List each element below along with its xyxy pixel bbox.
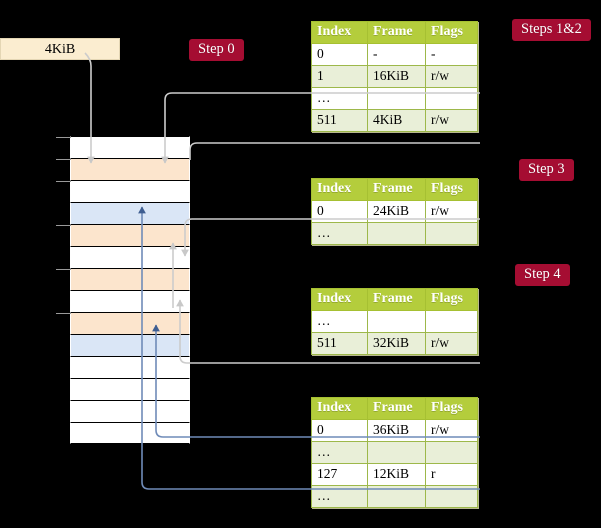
column-header-frame: Frame xyxy=(367,178,426,201)
table-row: 0-- xyxy=(311,43,478,66)
memory-frame-row xyxy=(56,312,190,334)
cell-flags: r/w xyxy=(425,419,478,442)
cell-flags xyxy=(425,310,478,333)
source-size-box: 4KiB xyxy=(0,38,120,60)
memory-frame-row xyxy=(56,268,190,290)
cell-frame: 4KiB xyxy=(367,109,426,132)
cell-frame: 12KiB xyxy=(367,463,426,486)
column-header-index: Index xyxy=(311,21,368,44)
frame-boundary-tick xyxy=(56,137,71,138)
column-header-frame: Frame xyxy=(367,288,426,311)
cell-frame xyxy=(367,310,426,333)
frame-boundary-tick xyxy=(56,225,71,226)
physical-memory-block xyxy=(56,136,190,444)
cell-flags xyxy=(425,441,478,464)
cell-frame xyxy=(367,222,426,245)
memory-frame-row xyxy=(70,246,190,268)
cell-frame: 36KiB xyxy=(367,419,426,442)
cell-index: 0 xyxy=(311,200,368,223)
cell-index: 511 xyxy=(311,332,368,355)
column-header-index: Index xyxy=(311,178,368,201)
badge-steps-1-2: Steps 1&2 xyxy=(512,19,591,41)
cell-flags xyxy=(425,222,478,245)
cell-flags xyxy=(425,485,478,508)
cell-frame: - xyxy=(367,43,426,66)
cell-index: … xyxy=(311,87,368,110)
cell-index: 511 xyxy=(311,109,368,132)
memory-frame-row xyxy=(70,290,190,312)
cell-frame xyxy=(367,87,426,110)
cell-index: … xyxy=(311,310,368,333)
cell-flags xyxy=(425,87,478,110)
cell-index: 0 xyxy=(311,419,368,442)
cell-flags: r xyxy=(425,463,478,486)
cell-frame: 24KiB xyxy=(367,200,426,223)
memory-frame-row xyxy=(70,422,190,444)
table-row: … xyxy=(311,87,478,110)
wire-frame-row1-to-table4 xyxy=(189,142,480,160)
memory-frame-row xyxy=(70,334,190,356)
badge-step-4: Step 4 xyxy=(515,264,570,286)
cell-index: … xyxy=(311,485,368,508)
frame-boundary-tick xyxy=(56,313,71,314)
memory-frame-row xyxy=(56,180,190,202)
column-header-index: Index xyxy=(311,397,368,420)
table-row: … xyxy=(311,441,478,464)
cell-index: … xyxy=(311,441,368,464)
cell-index: 127 xyxy=(311,463,368,486)
badge-step-0: Step 0 xyxy=(189,39,244,61)
cell-flags: - xyxy=(425,43,478,66)
cell-index: 1 xyxy=(311,65,368,88)
cell-flags: r/w xyxy=(425,332,478,355)
cell-flags: r/w xyxy=(425,200,478,223)
cell-frame: 32KiB xyxy=(367,332,426,355)
memory-frame-row xyxy=(56,224,190,246)
column-header-frame: Frame xyxy=(367,21,426,44)
cell-frame xyxy=(367,441,426,464)
cell-index: … xyxy=(311,222,368,245)
frame-boundary-tick xyxy=(56,159,71,160)
memory-frame-row xyxy=(56,158,190,180)
cell-flags: r/w xyxy=(425,65,478,88)
column-header-flags: Flags xyxy=(425,288,478,311)
memory-frame-row xyxy=(70,202,190,224)
column-header-flags: Flags xyxy=(425,21,478,44)
column-header-flags: Flags xyxy=(425,397,478,420)
column-header-flags: Flags xyxy=(425,178,478,201)
column-header-frame: Frame xyxy=(367,397,426,420)
badge-step-3: Step 3 xyxy=(519,159,574,181)
frame-boundary-tick xyxy=(56,269,71,270)
column-header-index: Index xyxy=(311,288,368,311)
table-row: … xyxy=(311,222,478,245)
memory-frame-row xyxy=(56,136,190,158)
table-row: … xyxy=(311,310,478,333)
memory-frame-row xyxy=(70,356,190,378)
cell-frame xyxy=(367,485,426,508)
cell-flags: r/w xyxy=(425,109,478,132)
cell-index: 0 xyxy=(311,43,368,66)
cell-frame: 16KiB xyxy=(367,65,426,88)
frame-boundary-tick xyxy=(56,181,71,182)
table-row: … xyxy=(311,485,478,508)
memory-frame-row xyxy=(70,400,190,422)
memory-frame-row xyxy=(70,378,190,400)
